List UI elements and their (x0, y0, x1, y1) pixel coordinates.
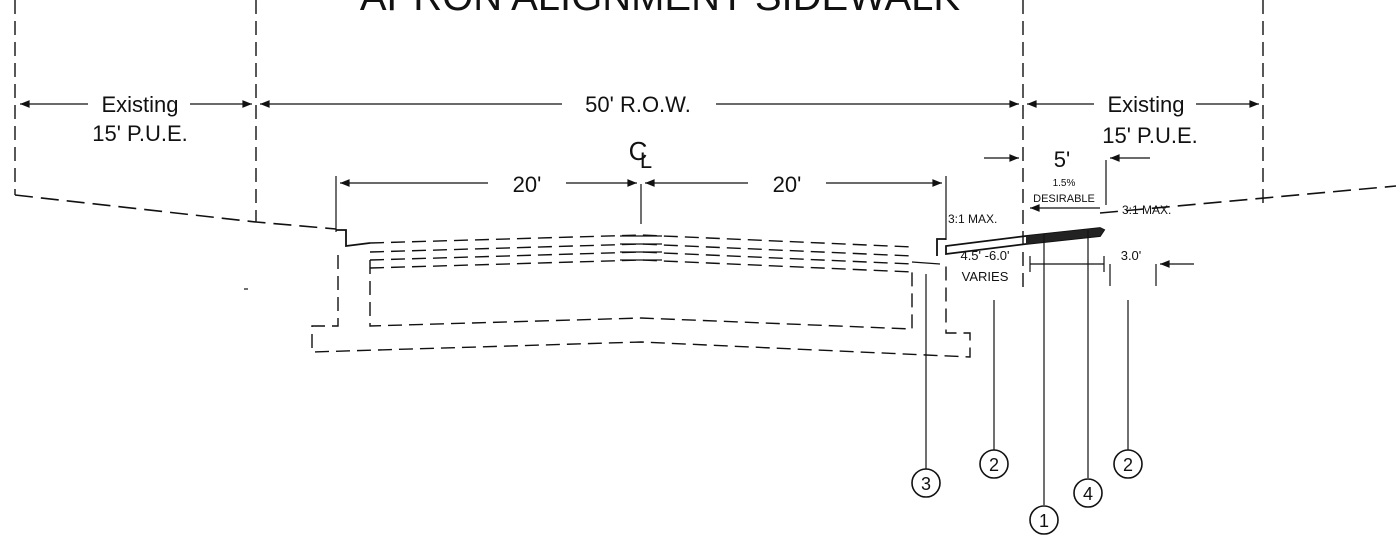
existing-right-label: Existing (1107, 92, 1184, 117)
walk-width-label: 5' (1054, 147, 1070, 172)
callout-2-left-bubble (979, 449, 1009, 479)
existing-left-label: Existing (101, 92, 178, 117)
slope-percent-label: 1.5% (1053, 178, 1076, 189)
callout-3: 3 (921, 474, 931, 494)
pavement-layer-1 (369, 243, 913, 257)
varies-label: VARIES (962, 269, 1009, 284)
max-slope-right-label: 3:1 MAX. (1122, 203, 1171, 217)
slope-desirable-label: DESIRABLE (1033, 193, 1095, 205)
callout-2-left: 2 (989, 455, 999, 475)
pavement-surface (369, 234, 913, 248)
left-curb (336, 229, 371, 248)
lane-right-label: 20' (773, 172, 802, 197)
callout-2-right: 2 (1123, 455, 1133, 475)
sidewalk-hatch (1026, 228, 1104, 244)
centerline-symbol: C (629, 136, 648, 166)
lane-left-label: 20' (513, 172, 542, 197)
callout-1-bubble (1029, 505, 1059, 535)
right-curb (936, 238, 946, 256)
offset-label: 3.0' (1121, 248, 1142, 263)
centerline-subscript: L (640, 148, 652, 173)
max-slope-left-label: 3:1 MAX. (948, 212, 997, 226)
callout-1: 1 (1039, 511, 1049, 531)
subgrade-outline (311, 255, 971, 358)
existing-ground-left (14, 194, 337, 230)
callout-4-bubble (1073, 478, 1103, 508)
row-label: 50' R.O.W. (585, 92, 691, 117)
callout-4: 4 (1083, 484, 1093, 504)
pue-left-label: 15' P.U.E. (92, 121, 188, 146)
callout-3-bubble (911, 468, 941, 498)
subgrade-inner (369, 260, 913, 330)
drawing-title: APRON ALIGNMENT SIDEWALK (360, 0, 960, 19)
pavement-layer-3 (369, 259, 913, 273)
existing-ground-right (1099, 185, 1396, 214)
pavement-layer-2 (369, 251, 913, 265)
leader-3-tick (911, 261, 941, 265)
varies-dim-label: 4.5' -6.0' (960, 248, 1009, 263)
callout-2-right-bubble (1113, 449, 1143, 479)
pue-right-label: 15' P.U.E. (1102, 123, 1198, 148)
